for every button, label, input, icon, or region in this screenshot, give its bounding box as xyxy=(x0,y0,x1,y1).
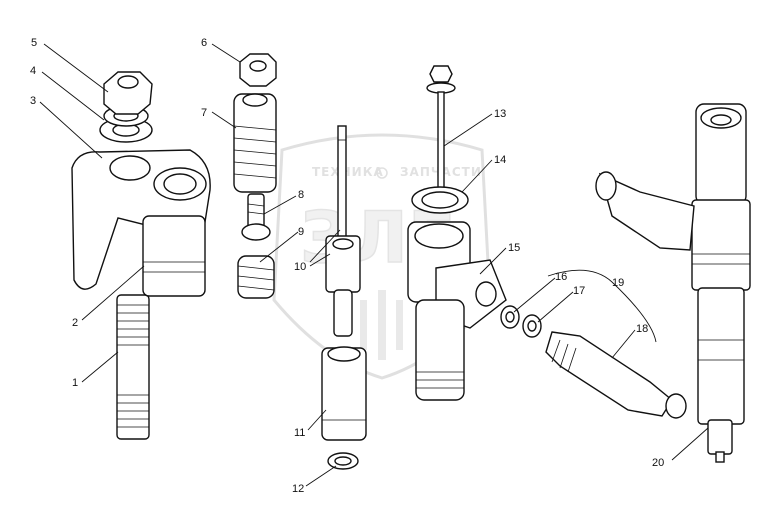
callout-6: 6 xyxy=(201,37,207,49)
part-20-injector xyxy=(595,103,751,463)
part-1-stud xyxy=(116,294,150,440)
part-17-ring xyxy=(522,314,542,338)
part-9-spring xyxy=(237,255,275,299)
part-12-washer xyxy=(327,452,359,470)
callout-16: 16 xyxy=(555,271,567,283)
callout-15: 15 xyxy=(508,242,520,254)
callout-4: 4 xyxy=(30,65,36,77)
callout-14: 14 xyxy=(494,154,506,166)
callout-2: 2 xyxy=(72,317,78,329)
callout-5: 5 xyxy=(31,37,37,49)
watermark-text-left: ТЕХНИКА xyxy=(312,165,384,179)
callout-3: 3 xyxy=(30,95,36,107)
callout-12: 12 xyxy=(292,483,304,495)
part-11-nozzle-nut xyxy=(321,346,367,441)
callout-20: 20 xyxy=(652,457,664,469)
part-13-rod xyxy=(426,65,456,201)
part-15-housing xyxy=(407,221,507,401)
callout-18: 18 xyxy=(636,323,648,335)
gear-icon xyxy=(376,167,388,179)
part-8-screw xyxy=(241,193,271,241)
callout-13: 13 xyxy=(494,108,506,120)
part-6-nut xyxy=(239,53,277,87)
part-18-fitting xyxy=(545,331,687,419)
callout-8: 8 xyxy=(298,189,304,201)
callout-7: 7 xyxy=(201,107,207,119)
callout-10: 10 xyxy=(294,261,306,273)
part-2-bracket xyxy=(71,149,211,297)
callout-17: 17 xyxy=(573,285,585,297)
leader-lines xyxy=(39,43,709,487)
callout-1: 1 xyxy=(72,377,78,389)
callout-9: 9 xyxy=(298,226,304,238)
callout-labels: 1 2 3 4 5 6 7 8 9 10 11 12 13 14 15 16 1… xyxy=(30,37,664,495)
part-10-needle-and-nozzle xyxy=(325,125,361,337)
part-14-washer xyxy=(411,186,469,214)
part-5-nut xyxy=(103,71,153,115)
callout-11: 11 xyxy=(294,427,305,439)
part-7-spring-cap xyxy=(233,93,277,193)
callout-19: 19 xyxy=(612,277,624,289)
part-16-ring xyxy=(500,305,520,329)
wheat-icon xyxy=(360,290,403,360)
